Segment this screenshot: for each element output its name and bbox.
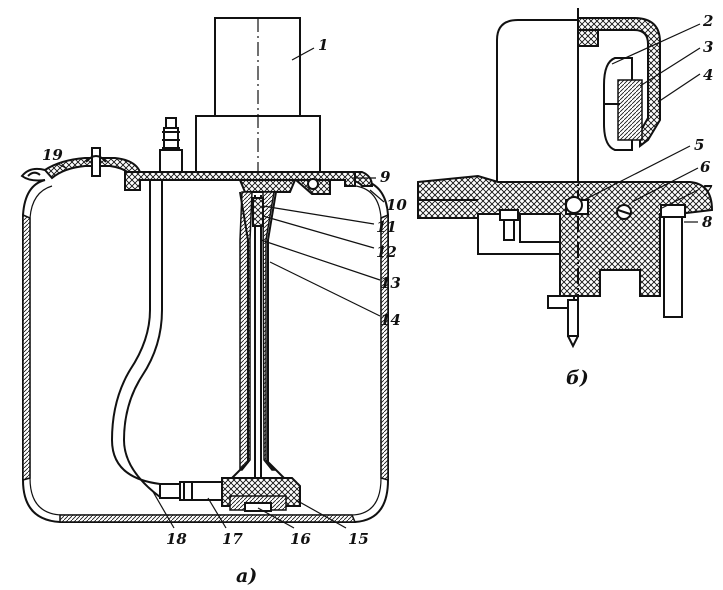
label-7: 7 [702,182,713,200]
labels-a: 1 9 10 11 12 13 14 15 16 17 18 19 [42,36,407,548]
vent-fitting [159,117,183,173]
outlet-fitting [159,481,223,501]
label-1: 1 [318,36,328,54]
hose [110,180,161,485]
label-10: 10 [386,196,407,214]
labels-b: 2 3 4 5 6 7 8 [694,12,713,231]
label-3: 3 [703,38,713,56]
caption-b: б) [566,367,589,389]
label-8: 8 [702,213,713,231]
label-14: 14 [380,311,401,329]
label-18: 18 [166,530,187,548]
view-a [20,17,389,529]
label-13: 13 [380,274,401,292]
label-19: 19 [42,146,63,164]
label-5: 5 [694,136,704,154]
screw [660,204,686,318]
label-17: 17 [222,530,243,548]
cover-plate [124,171,356,191]
label-16: 16 [290,530,311,548]
label-6: 6 [700,158,711,176]
pump-head [221,477,301,512]
filler-cap [20,147,142,182]
label-15: 15 [348,530,369,548]
view-b [417,8,714,349]
label-11: 11 [376,218,397,236]
label-9: 9 [380,168,391,186]
caption-a: a) [236,565,257,587]
label-12: 12 [376,243,397,261]
label-2: 2 [702,12,713,30]
label-4: 4 [703,66,713,84]
motor [195,17,321,173]
reservoir-wall [22,179,389,523]
